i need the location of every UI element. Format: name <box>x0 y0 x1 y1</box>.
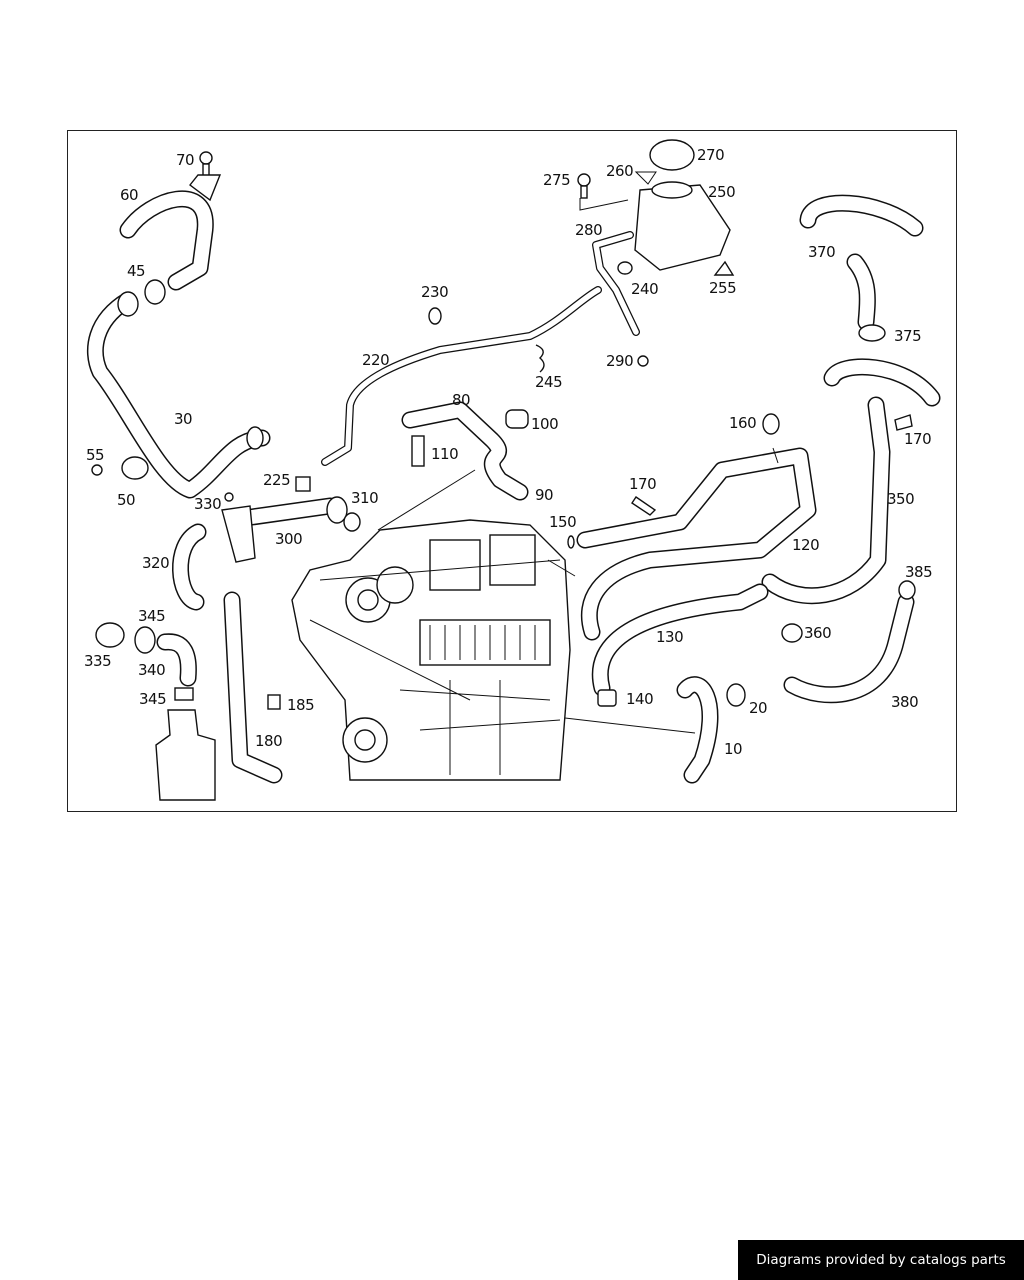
part-label-350: 350 <box>887 490 915 508</box>
part-label-330: 330 <box>194 495 222 513</box>
part-label-275: 275 <box>543 171 571 189</box>
part-label-345-lower: 345 <box>139 690 167 708</box>
diagram-frame <box>67 130 957 812</box>
part-label-170-right: 170 <box>904 430 932 448</box>
part-label-220: 220 <box>362 351 390 369</box>
part-label-100: 100 <box>531 415 559 433</box>
part-label-370: 370 <box>808 243 836 261</box>
part-label-90: 90 <box>535 486 554 504</box>
part-label-245: 245 <box>535 373 563 391</box>
part-label-270: 270 <box>697 146 725 164</box>
part-label-55: 55 <box>86 446 105 464</box>
part-label-10: 10 <box>724 740 743 758</box>
part-label-45: 45 <box>127 262 146 280</box>
part-label-255: 255 <box>709 279 737 297</box>
part-label-335: 335 <box>84 652 112 670</box>
part-label-50: 50 <box>117 491 136 509</box>
part-label-375: 375 <box>894 327 922 345</box>
part-label-290: 290 <box>606 352 634 370</box>
engine-assembly <box>291 519 571 781</box>
part-label-180: 180 <box>255 732 283 750</box>
part-label-345: 345 <box>138 607 166 625</box>
part-label-140: 140 <box>626 690 654 708</box>
part-label-170: 170 <box>629 475 657 493</box>
part-label-240: 240 <box>631 280 659 298</box>
leader-lines <box>377 171 779 734</box>
hoses <box>86 190 941 784</box>
part-label-250: 250 <box>708 183 736 201</box>
part-label-130: 130 <box>656 628 684 646</box>
part-label-70: 70 <box>176 151 195 169</box>
part-label-385: 385 <box>905 563 933 581</box>
part-label-300: 300 <box>275 530 303 548</box>
part-label-30: 30 <box>174 410 193 428</box>
part-label-20: 20 <box>749 699 768 717</box>
part-label-340: 340 <box>138 661 166 679</box>
part-label-320: 320 <box>142 554 170 572</box>
part-label-225: 225 <box>263 471 291 489</box>
part-label-60: 60 <box>120 186 139 204</box>
part-label-310: 310 <box>351 489 379 507</box>
part-label-120: 120 <box>792 536 820 554</box>
part-label-260: 260 <box>606 162 634 180</box>
footer-credit: Diagrams provided by catalogs parts <box>738 1240 1024 1280</box>
part-label-110: 110 <box>431 445 459 463</box>
part-label-280: 280 <box>575 221 603 239</box>
part-label-80: 80 <box>452 391 471 409</box>
small-parts <box>91 139 916 801</box>
part-label-185: 185 <box>287 696 315 714</box>
part-label-160: 160 <box>729 414 757 432</box>
part-label-150: 150 <box>549 513 577 531</box>
part-label-360: 360 <box>804 624 832 642</box>
part-label-380: 380 <box>891 693 919 711</box>
part-label-230: 230 <box>421 283 449 301</box>
